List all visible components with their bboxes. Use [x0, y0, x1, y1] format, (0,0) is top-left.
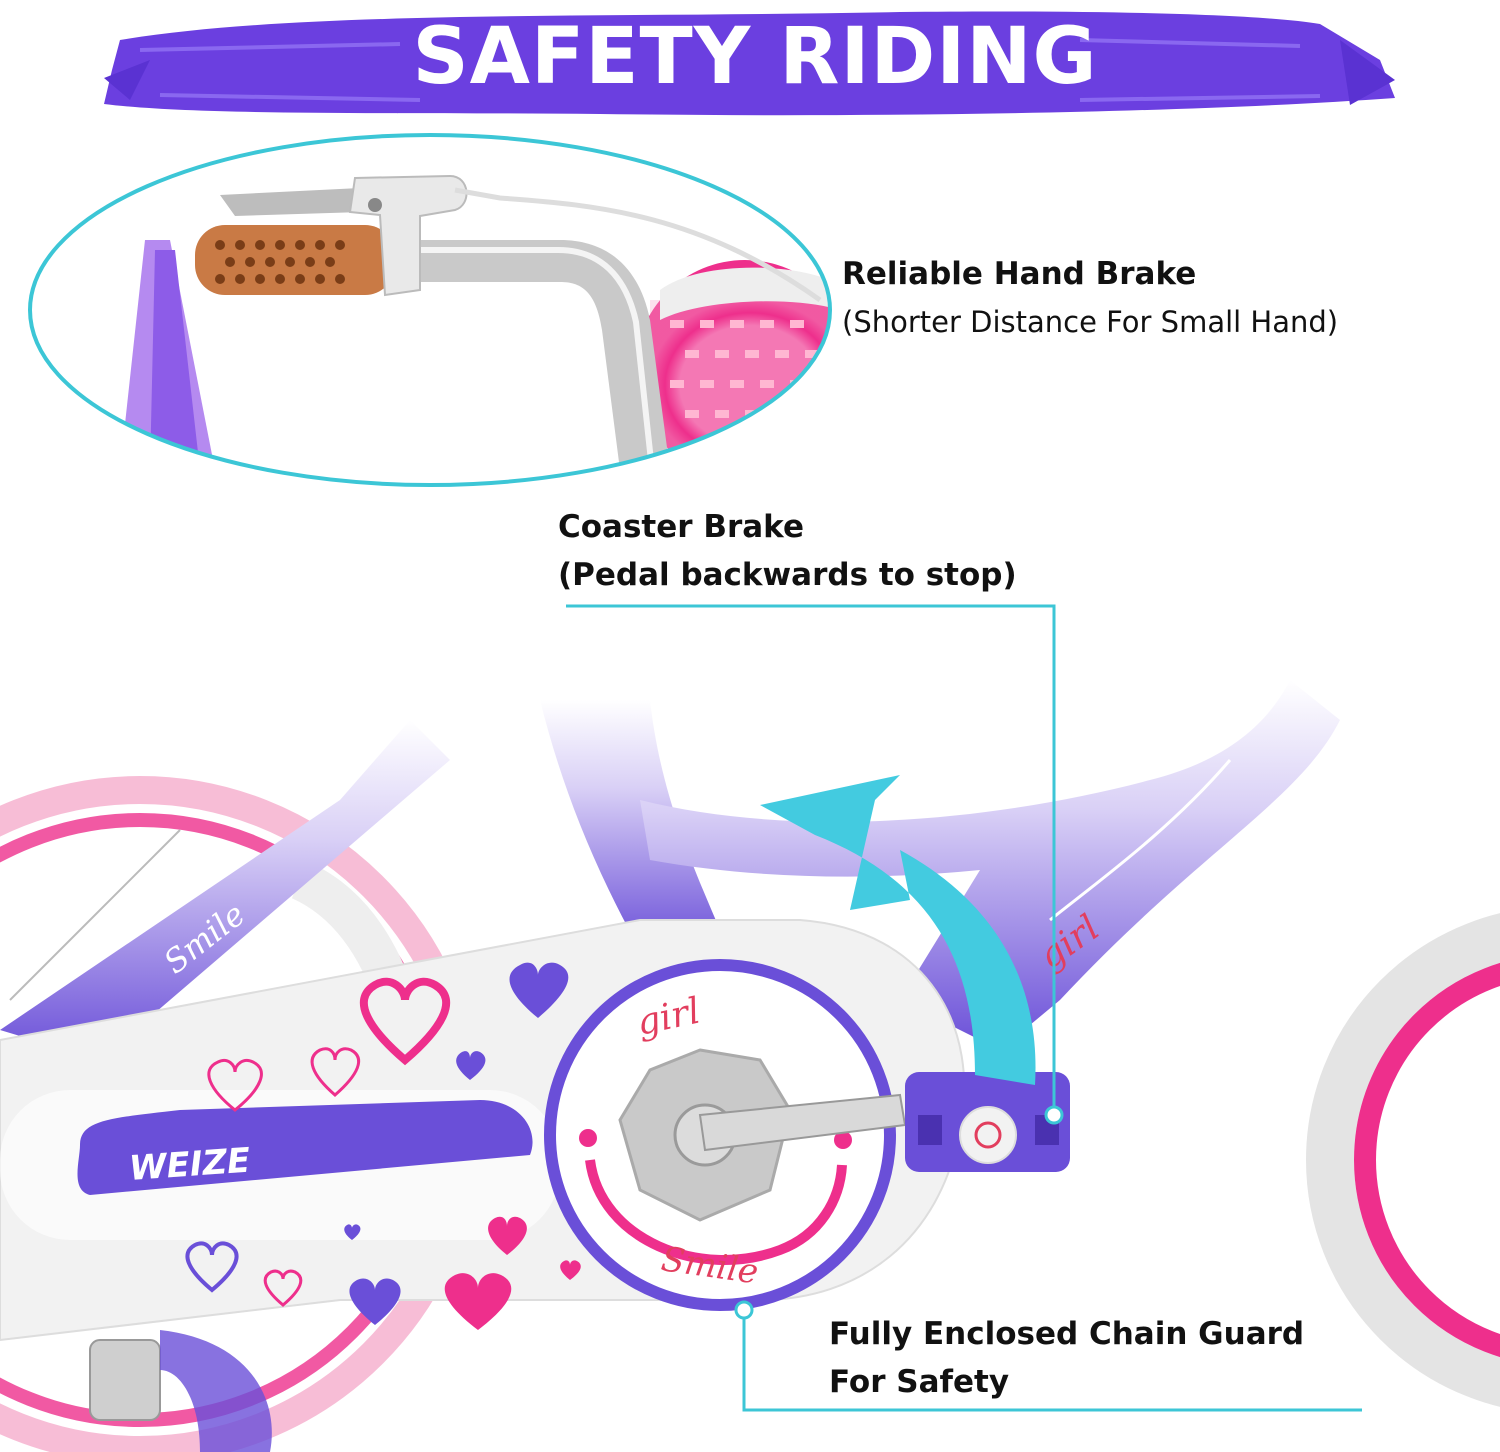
brand-logo: WEIZE [128, 1141, 252, 1189]
coaster-brake-subtitle: (Pedal backwards to stop) [558, 557, 1017, 593]
pedal-icon [905, 1072, 1070, 1172]
hand-brake-title: Reliable Hand Brake [842, 256, 1197, 292]
hand-brake-subtitle: (Shorter Distance For Small Hand) [842, 305, 1339, 339]
curved-arrow-icon [760, 775, 1036, 1085]
chain-guard-callout: Fully Enclosed Chain Guard For Safety [829, 1310, 1304, 1406]
heart-decals [185, 962, 581, 1330]
page-title: SAFETY RIDING [412, 12, 1098, 102]
chain-guard-line2: For Safety [829, 1364, 1010, 1400]
hand-brake-lever-icon [220, 174, 822, 303]
coaster-brake-leader [566, 604, 1064, 1125]
hand-brake-closeup [28, 133, 832, 487]
coaster-brake-title: Coaster Brake [558, 509, 804, 545]
coaster-brake-callout: Coaster Brake (Pedal backwards to stop) [558, 503, 1017, 599]
hand-brake-callout: Reliable Hand Brake (Shorter Distance Fo… [842, 250, 1338, 346]
chain-guard-line1: Fully Enclosed Chain Guard [829, 1316, 1305, 1352]
chain-guard-leader [734, 1300, 1362, 1412]
banner-brush-stroke [104, 11, 1395, 116]
bike-body: girl WEIZE girl Smile Smile [0, 680, 1500, 1452]
